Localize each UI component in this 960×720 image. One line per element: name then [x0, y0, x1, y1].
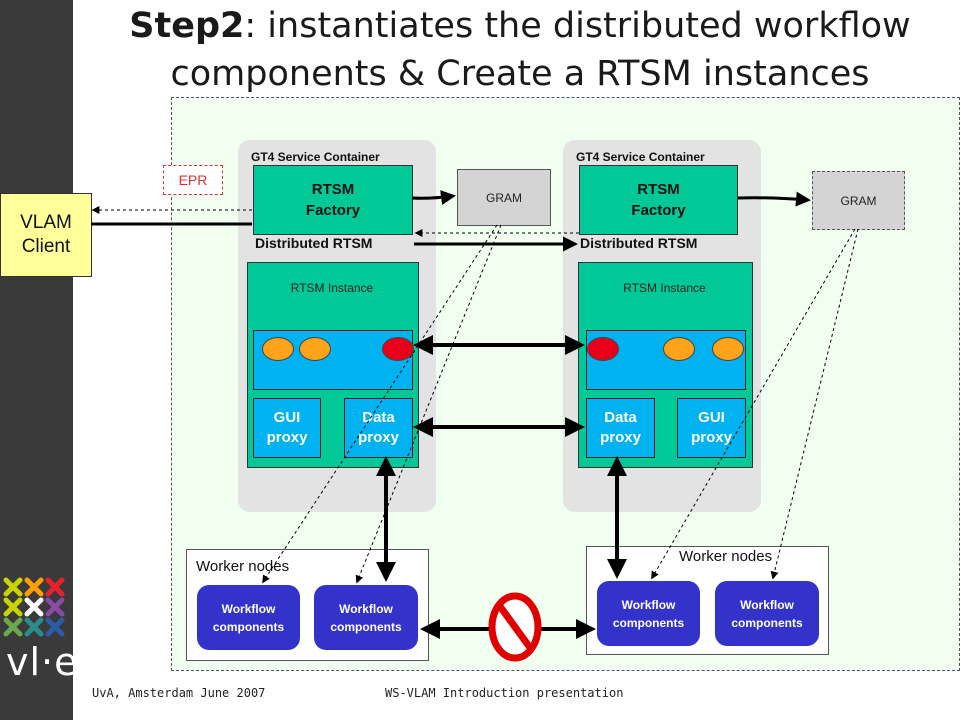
left-data-proxy[interactable]: Data proxy [344, 398, 413, 458]
right-distributed-rtsm: Distributed RTSM [580, 235, 698, 251]
sidebar: vl·e [0, 0, 78, 720]
workflow-left-1[interactable]: Workflow components [197, 585, 300, 650]
workflow-left-2[interactable]: Workflow components [314, 585, 418, 650]
title-rest: : instantiates the distributed workflow [244, 6, 911, 46]
wfl1-line2: components [212, 619, 285, 634]
right-proxy-b-line2: proxy [691, 429, 732, 446]
left-proxy-b-line1: Data [362, 409, 395, 426]
vlam-line1: VLAM [20, 212, 72, 233]
vlam-client[interactable]: VLAM Client [0, 193, 92, 277]
wfr2-line1: Workflow [740, 597, 794, 612]
title-line2: components & Create a RTSM instances [170, 54, 870, 94]
workflow-right-1[interactable]: Workflow components [597, 581, 700, 646]
footer-left: UvA, Amsterdam June 2007 [92, 686, 266, 700]
wfl1-line1: Workflow [221, 601, 276, 616]
left-instance-label: RTSM Instance [290, 281, 374, 295]
left-factory-line1: RTSM [311, 181, 355, 198]
wfr1-line1: Workflow [621, 597, 676, 612]
left-proxy-b-line2: proxy [358, 429, 399, 446]
footer-center: WS-VLAM Introduction presentation [385, 686, 624, 700]
gram-left[interactable]: GRAM [457, 169, 551, 226]
wfr2-line2: components [731, 615, 803, 630]
gram-right[interactable]: GRAM [812, 171, 905, 230]
right-data-proxy[interactable]: Data proxy [586, 398, 655, 458]
left-port-orange-1 [262, 337, 294, 361]
worker-right-label: Worker nodes [679, 548, 773, 565]
left-distributed-rtsm: Distributed RTSM [255, 235, 373, 251]
right-proxy-a-line1: Data [604, 409, 637, 426]
epr-label: EPR [163, 165, 223, 195]
title-bold: Step2 [129, 6, 245, 46]
slide-title: Step2: instantiates the distributed work… [80, 2, 960, 98]
right-port-orange-1 [663, 337, 695, 361]
left-factory-line2: Factory [305, 202, 361, 219]
wfr1-line2: components [612, 615, 685, 630]
left-proxy-a-line1: GUI [273, 409, 301, 426]
left-gui-proxy[interactable]: GUI proxy [253, 398, 321, 458]
right-factory-line2: Factory [631, 202, 686, 219]
left-port-red [382, 337, 414, 361]
right-rtsm-factory[interactable]: RTSM Factory [579, 165, 738, 235]
wfl2-line1: Workflow [339, 601, 393, 616]
left-proxy-a-line2: proxy [266, 429, 308, 446]
right-proxy-b-line1: GUI [698, 409, 725, 426]
left-port-orange-2 [299, 337, 331, 361]
logo-mark-icon [3, 577, 65, 637]
worker-left-label: Worker nodes [196, 558, 290, 575]
left-container-label: GT4 Service Container [251, 150, 380, 164]
right-proxy-a-line2: proxy [600, 429, 641, 446]
vlam-line2: Client [21, 236, 71, 257]
workflow-right-2[interactable]: Workflow components [715, 581, 819, 646]
wfl2-line2: components [330, 619, 402, 634]
right-factory-line1: RTSM [637, 181, 680, 198]
right-port-orange-2 [712, 337, 744, 361]
right-gui-proxy[interactable]: GUI proxy [677, 398, 746, 458]
left-rtsm-factory[interactable]: RTSM Factory [253, 165, 413, 235]
right-container-label: GT4 Service Container [576, 150, 705, 164]
right-instance-label: RTSM Instance [623, 281, 706, 295]
right-port-red [587, 337, 619, 361]
logo-text: vl·e [6, 640, 79, 684]
